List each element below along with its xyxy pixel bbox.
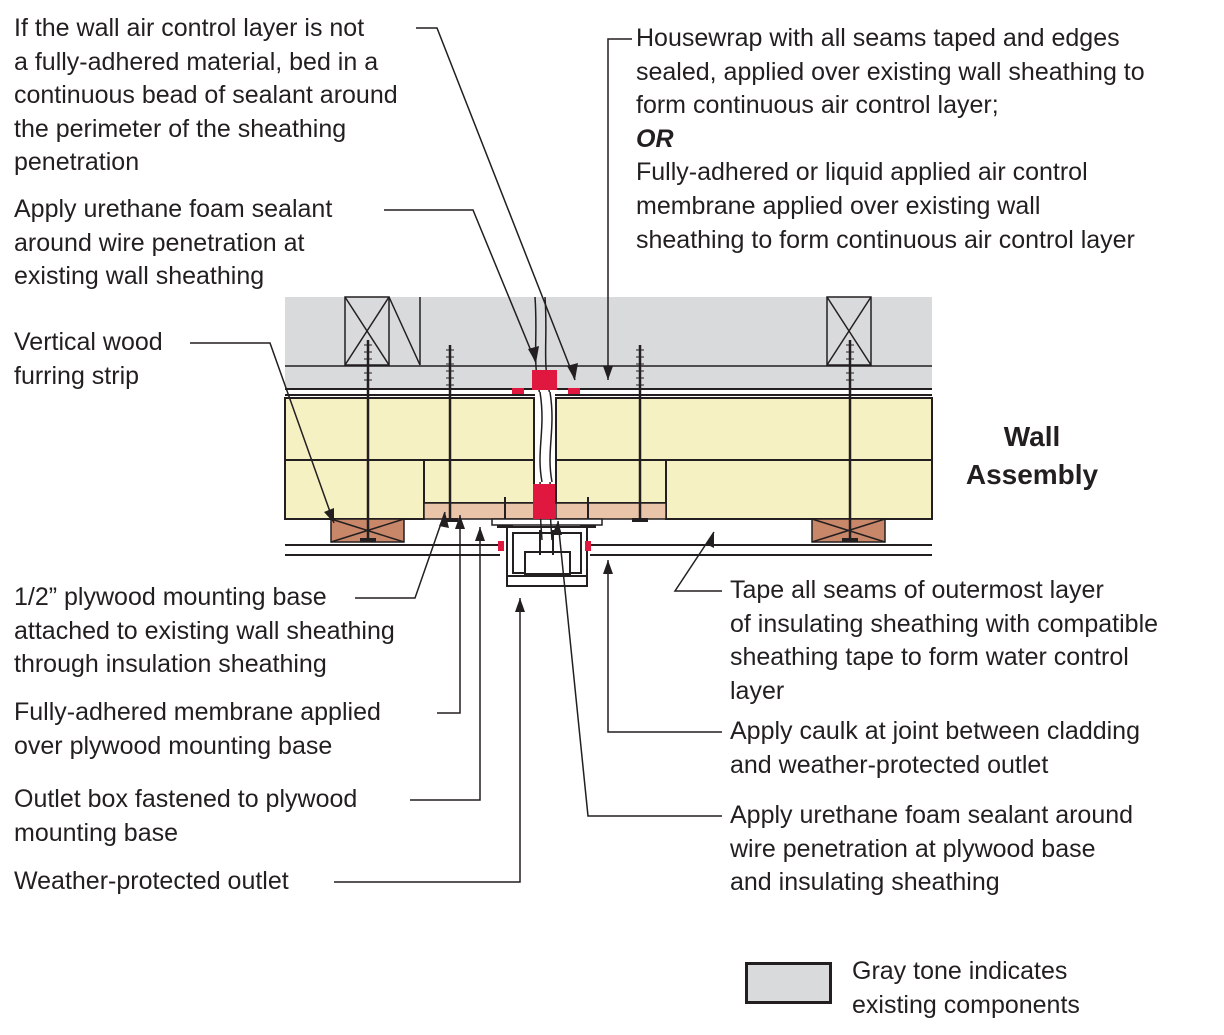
screw-threads <box>364 344 854 386</box>
callout-plywood-base: 1/2” plywood mounting base attached to e… <box>14 581 395 682</box>
diagram-title: Wall Assembly <box>952 418 1112 494</box>
callout-air-control-sealant: If the wall air control layer is not a f… <box>14 12 398 180</box>
callout-line: Tape all seams of outermost layer <box>730 576 1104 604</box>
callout-line: around wire penetration at <box>14 228 305 257</box>
callout-line: form continuous air control layer; <box>636 91 999 120</box>
callout-housewrap: Housewrap with all seams taped and edges… <box>636 22 1145 257</box>
callout-line: a fully-adhered material, bed in a <box>14 47 379 76</box>
cladding <box>285 544 932 556</box>
callout-line: Vertical wood <box>14 328 163 356</box>
leader-foam-sheathing <box>384 209 537 364</box>
callout-foam-sheathing: Apply urethane foam sealant around wire … <box>14 193 332 294</box>
arrowheads <box>324 346 714 612</box>
leader-tape-seams <box>673 531 722 592</box>
callout-line: existing wall sheathing <box>14 262 265 291</box>
callout-line: Apply urethane foam sealant around <box>730 801 1134 829</box>
screw-heads <box>360 518 858 542</box>
leader-caulk <box>607 560 722 733</box>
legend-swatch <box>745 962 832 1004</box>
callout-line: layer <box>730 676 785 705</box>
leader-lines <box>190 27 722 883</box>
leader-plywood-base <box>355 511 446 599</box>
leader-housewrap <box>607 38 632 380</box>
callout-line: sealed, applied over existing wall sheat… <box>636 57 1145 86</box>
callout-line: Fully-adhered membrane applied <box>14 698 381 726</box>
callout-line: Weather-protected outlet <box>14 867 289 895</box>
callout-line: penetration <box>14 148 140 177</box>
sealant-beads <box>498 370 591 551</box>
callout-line: Apply caulk at joint between cladding <box>730 717 1140 745</box>
callout-membrane: Fully-adhered membrane applied over plyw… <box>14 696 381 763</box>
callout-outlet: Weather-protected outlet <box>14 865 289 899</box>
callout-line: Outlet box fastened to plywood <box>14 785 358 813</box>
insulating-sheathing <box>284 397 933 520</box>
callout-tape-seams: Tape all seams of outermost layer of ins… <box>730 574 1158 708</box>
callout-line: Fully-adhered or liquid applied air cont… <box>636 158 1088 187</box>
callout-line: and weather-protected outlet <box>730 750 1049 779</box>
callout-line: mounting base <box>14 818 179 847</box>
furring-strip-right <box>811 518 886 543</box>
leader-furring-strip <box>190 342 335 524</box>
callout-line: and insulating sheathing <box>730 868 1000 897</box>
fully-adhered-membrane <box>491 518 603 526</box>
callout-line: continuous bead of sealant around <box>14 81 398 110</box>
callout-furring-strip: Vertical wood furring strip <box>14 326 163 393</box>
legend-line: existing components <box>852 990 1080 1019</box>
leader-outlet <box>334 598 521 883</box>
callout-line: membrane applied over existing wall <box>636 191 1041 220</box>
callout-line: furring strip <box>14 361 140 390</box>
callout-or: OR <box>636 124 674 153</box>
housewrap-layer <box>285 388 932 396</box>
callout-foam-plywood: Apply urethane foam sealant around wire … <box>730 799 1133 900</box>
plywood-mounting-base <box>423 502 667 520</box>
legend-text: Gray tone indicates existing components <box>852 955 1080 1022</box>
wire-in-channel <box>539 391 553 483</box>
leader-membrane <box>437 515 461 714</box>
callout-line: If the wall air control layer is not <box>14 14 365 42</box>
wall-stud-right <box>826 296 872 366</box>
callout-line: Apply urethane foam sealant <box>14 195 333 223</box>
callout-line: 1/2” plywood mounting base <box>14 583 327 611</box>
callout-caulk: Apply caulk at joint between cladding an… <box>730 715 1140 782</box>
callout-line: sheathing tape to form water control <box>730 643 1129 672</box>
callout-line: Housewrap with all seams taped and edges <box>636 24 1120 52</box>
callout-line: attached to existing wall sheathing <box>14 616 395 645</box>
leader-air-control-sealant <box>416 27 576 381</box>
title-line-1: Wall <box>1003 421 1061 452</box>
leader-outlet-box <box>410 527 481 801</box>
callout-line: of insulating sheathing with compatible <box>730 609 1159 638</box>
callout-line: over plywood mounting base <box>14 731 333 760</box>
callout-line: sheathing to form continuous air control… <box>636 225 1135 254</box>
outlet-box <box>506 526 588 587</box>
title-line-2: Assembly <box>965 459 1099 490</box>
callout-line: through insulation sheathing <box>14 650 327 679</box>
callout-outlet-box: Outlet box fastened to plywood mounting … <box>14 783 357 850</box>
callout-line: wire penetration at plywood base <box>730 834 1096 863</box>
callout-line: the perimeter of the sheathing <box>14 114 347 143</box>
leader-foam-plywood <box>557 520 722 817</box>
legend-line: Gray tone indicates <box>852 957 1068 985</box>
